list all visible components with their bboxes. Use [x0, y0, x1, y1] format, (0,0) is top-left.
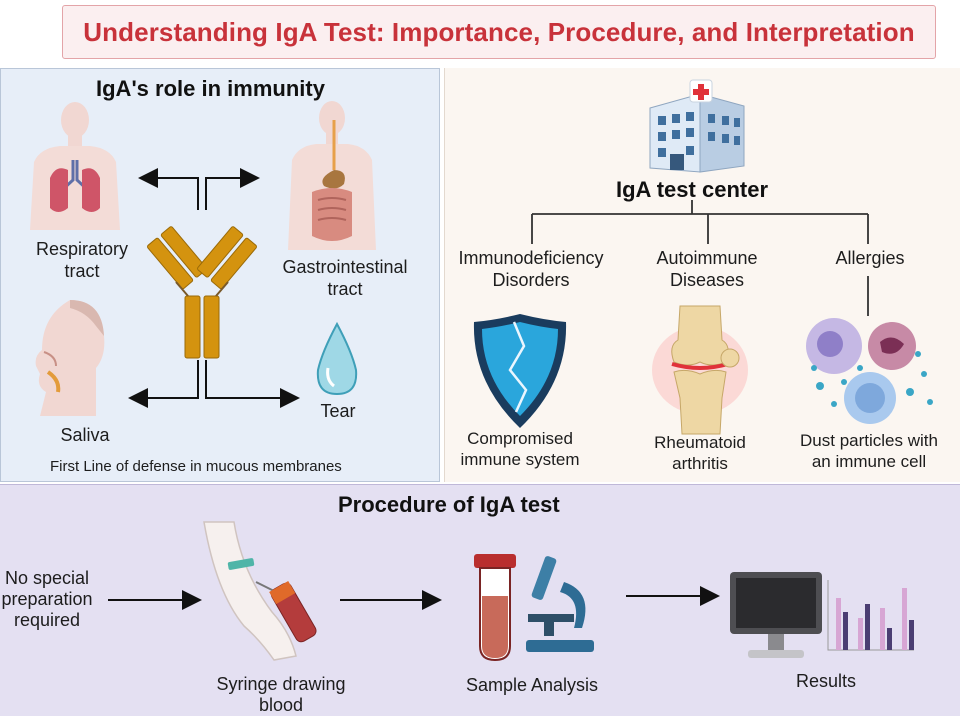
antibody-diagram: [128, 168, 300, 408]
microscope-icon: [526, 556, 594, 652]
title-banner: Understanding IgA Test: Importance, Proc…: [62, 5, 936, 59]
arm-blood-draw-icon: [203, 521, 317, 661]
step-label-results: Results: [795, 671, 857, 691]
category-label-allergies: Allergies: [835, 248, 905, 268]
saliva-label: Saliva: [60, 425, 110, 445]
category-label-immunodeficiency: Immunodeficiency Disorders: [458, 248, 604, 290]
monitor-icon: [730, 572, 822, 658]
antibody-icon: [147, 226, 257, 359]
test-center-heading: IgA test center: [616, 177, 769, 202]
test-tube-icon: [474, 554, 516, 662]
procedure-heading: Procedure of IgA test: [338, 492, 560, 517]
lungs-figure-icon: [30, 102, 120, 230]
knee-caption: Rheumatoid arthritis: [654, 433, 746, 473]
mucous-caption: First Line of defense in mucous membrane…: [50, 458, 342, 475]
gastro-label: Gastrointestinal tract: [282, 257, 408, 299]
step-label-analysis: Sample Analysis: [465, 675, 599, 695]
digestive-figure-icon: [288, 101, 376, 250]
immune-cells-icon: [806, 318, 933, 424]
hospital-icon: [649, 79, 745, 173]
face-saliva-icon: [35, 300, 105, 416]
step-label-preparation: No special preparation required: [1, 568, 93, 630]
iga-role-heading: IgA's role in immunity: [96, 76, 325, 101]
category-connectors: [531, 200, 869, 244]
tear-label: Tear: [320, 401, 356, 421]
category-label-autoimmune: Autoimmune Diseases: [656, 248, 758, 290]
bar-chart-icon: [827, 580, 914, 651]
shield-icon: [473, 314, 567, 428]
shield-caption: Compromised immune system: [460, 429, 580, 469]
tear-drop-icon: [316, 321, 358, 396]
cells-caption: Dust particles with an immune cell: [800, 431, 938, 471]
page-title: Understanding IgA Test: Importance, Proc…: [83, 16, 915, 47]
knee-joint-icon: [652, 305, 748, 435]
allergies-connector: [867, 276, 869, 316]
step-label-syringe: Syringe drawing blood: [216, 674, 346, 715]
respiratory-label: Respiratory tract: [35, 239, 129, 281]
